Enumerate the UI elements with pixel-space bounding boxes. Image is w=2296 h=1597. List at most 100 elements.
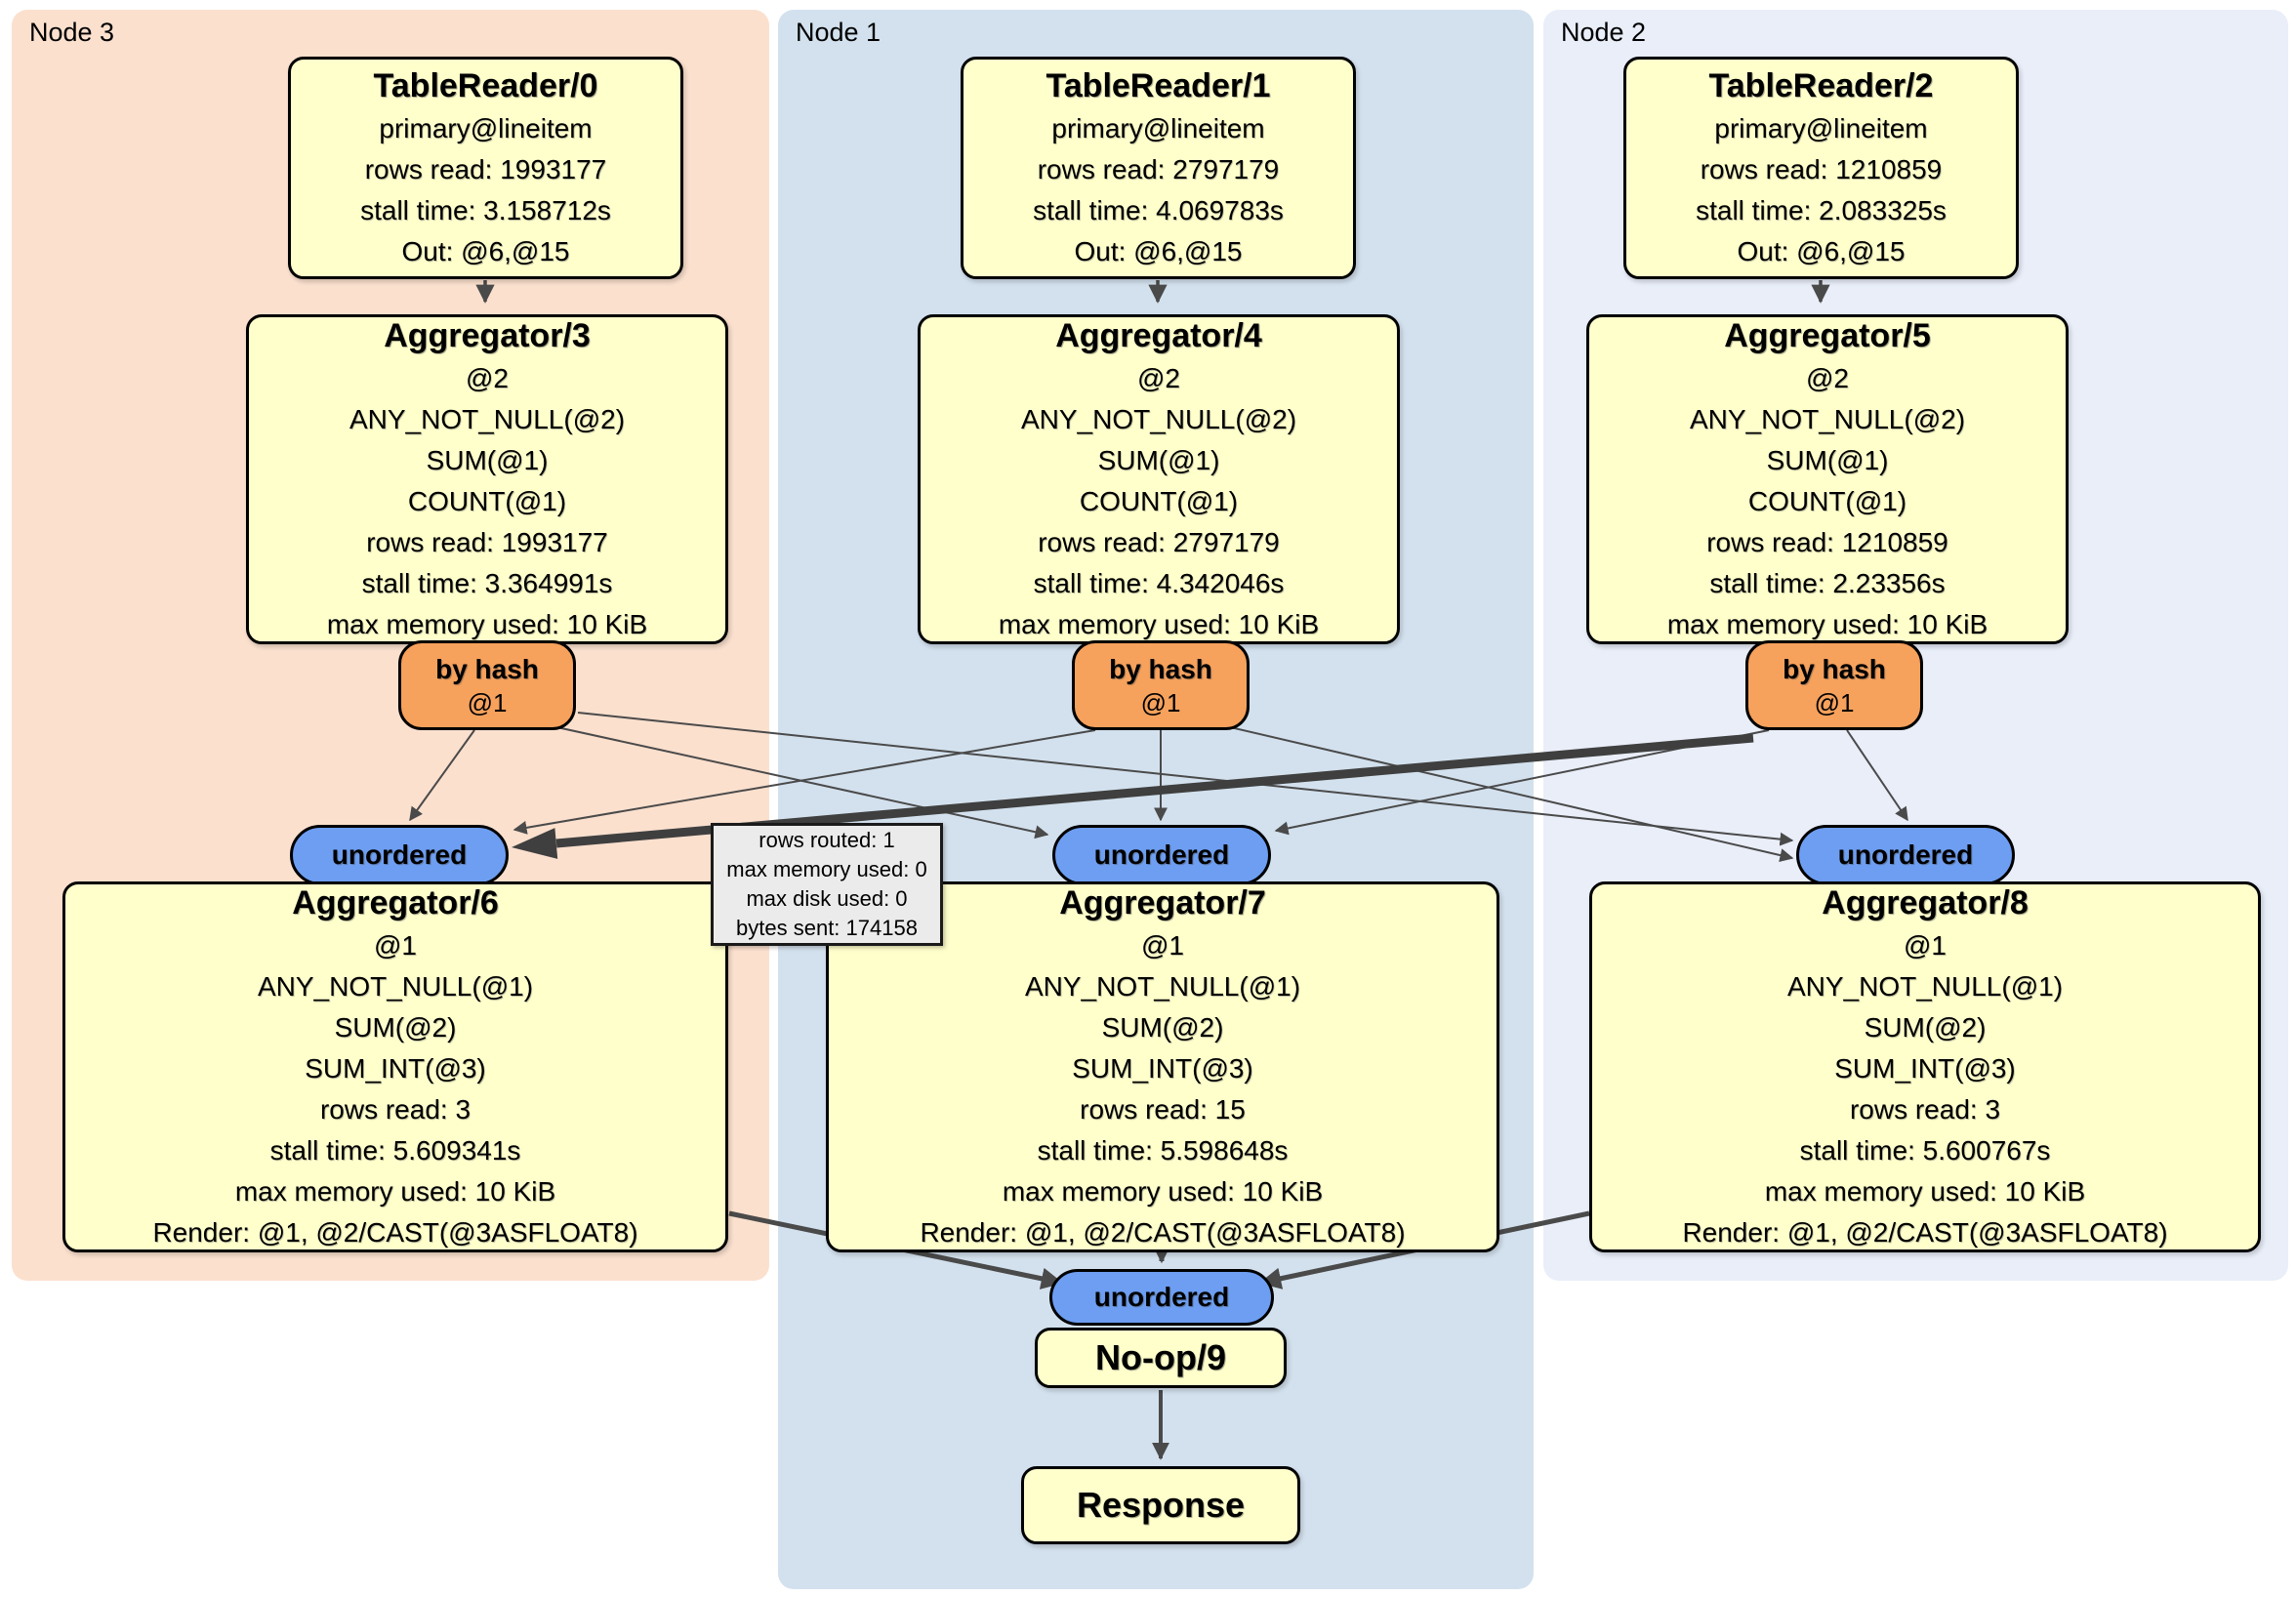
processor-detail: Out: @6,@15 — [1074, 236, 1243, 266]
tooltip-line: bytes sent: 174158 — [736, 916, 918, 940]
processor-title: No-op/9 — [1095, 1337, 1226, 1377]
processor-detail: SUM(@1) — [1766, 445, 1889, 475]
processor-detail: Render: @1, @2/CAST(@3ASFLOAT8) — [920, 1217, 1406, 1248]
panel-node-1-label: Node 1 — [796, 18, 882, 47]
processor-title: Aggregator/3 — [384, 317, 591, 354]
processor-detail: rows read: 15 — [1080, 1094, 1246, 1125]
processor-detail: stall time: 3.364991s — [361, 568, 613, 598]
processor-title: TableReader/0 — [373, 67, 598, 104]
processor-detail: COUNT(@1) — [1747, 486, 1907, 516]
panel-node-2-label: Node 2 — [1561, 18, 1647, 47]
stream-unordered-node3: unordered — [290, 825, 509, 885]
edge-byhash3-unordered5[interactable] — [577, 712, 1794, 846]
router-hash-column: @1 — [467, 688, 508, 717]
processor-detail: rows read: 2797179 — [1037, 154, 1280, 184]
processor-tablereader-2: TableReader/2 primary@lineitem rows read… — [1623, 57, 2019, 279]
processor-detail: ANY_NOT_NULL(@2) — [1020, 404, 1297, 434]
tooltip-line: rows routed: 1 — [758, 828, 895, 852]
router-by-hash-node2: by hash @1 — [1745, 640, 1923, 730]
processor-detail: COUNT(@1) — [407, 486, 567, 516]
edge-byhash3-unordered3[interactable] — [409, 729, 475, 822]
processor-detail: Render: @1, @2/CAST(@3ASFLOAT8) — [152, 1217, 638, 1248]
processor-detail: SUM_INT(@3) — [1072, 1053, 1253, 1084]
processor-detail: stall time: 4.342046s — [1033, 568, 1285, 598]
edge-byhash4-unordered3[interactable] — [512, 729, 1096, 835]
stream-unordered-node2: unordered — [1796, 825, 2015, 885]
processor-detail: @2 — [1137, 363, 1180, 393]
processor-detail: ANY_NOT_NULL(@2) — [1689, 404, 1966, 434]
processor-title: Aggregator/6 — [292, 884, 499, 921]
processor-title: Aggregator/8 — [1822, 884, 2029, 921]
processor-detail: rows read: 3 — [319, 1094, 472, 1125]
processor-detail: rows read: 1993177 — [366, 527, 608, 557]
processor-detail: ANY_NOT_NULL(@2) — [348, 404, 626, 434]
processor-detail: @1 — [1141, 930, 1184, 961]
panel-node-3-label: Node 3 — [29, 18, 115, 47]
processor-detail: SUM_INT(@3) — [1834, 1053, 2016, 1084]
processor-aggregator-3: Aggregator/3 @2 ANY_NOT_NULL(@2) SUM(@1)… — [246, 314, 728, 644]
processor-detail: stall time: 5.609341s — [269, 1135, 521, 1166]
router-hash-column: @1 — [1140, 688, 1181, 717]
processor-detail: SUM_INT(@3) — [305, 1053, 486, 1084]
processor-detail: stall time: 4.069783s — [1033, 195, 1284, 225]
processor-detail: SUM(@2) — [1101, 1012, 1224, 1043]
processor-title: Aggregator/4 — [1055, 317, 1262, 354]
processor-detail: rows read: 2797179 — [1038, 527, 1280, 557]
processor-detail: stall time: 2.23356s — [1709, 568, 1946, 598]
processor-detail: Out: @6,@15 — [401, 236, 570, 266]
processor-title: TableReader/1 — [1046, 67, 1271, 104]
processor-detail: SUM(@1) — [1097, 445, 1220, 475]
tooltip-line: max disk used: 0 — [746, 886, 908, 911]
stream-unordered-node1: unordered — [1052, 825, 1271, 885]
processor-detail: stall time: 2.083325s — [1696, 195, 1947, 225]
processor-detail: Render: @1, @2/CAST(@3ASFLOAT8) — [1682, 1217, 2168, 1248]
router-by-hash-node3: by hash @1 — [398, 640, 576, 730]
processor-detail: max memory used: 10 KiB — [234, 1176, 556, 1207]
processor-detail: rows read: 1993177 — [364, 154, 607, 184]
processor-detail: rows read: 1210859 — [1706, 527, 1948, 557]
processor-detail: @1 — [1904, 930, 1947, 961]
processor-detail: max memory used: 10 KiB — [998, 609, 1320, 639]
processor-aggregator-6: Aggregator/6 @1 ANY_NOT_NULL(@1) SUM(@2)… — [62, 881, 728, 1252]
processor-detail: stall time: 3.158712s — [360, 195, 611, 225]
processor-detail: SUM(@1) — [426, 445, 549, 475]
processor-detail: @2 — [466, 363, 509, 393]
processor-detail: rows read: 1210859 — [1700, 154, 1943, 184]
processor-detail: SUM(@2) — [334, 1012, 457, 1043]
processor-noop-9: No-op/9 — [1035, 1328, 1287, 1388]
processor-detail: rows read: 3 — [1849, 1094, 2001, 1125]
processor-detail: primary@lineitem — [1051, 113, 1265, 143]
processor-response: Response — [1021, 1466, 1300, 1544]
router-label: by hash — [435, 654, 539, 684]
stream-unordered-final: unordered — [1049, 1269, 1274, 1326]
processor-detail: primary@lineitem — [1714, 113, 1928, 143]
router-label: by hash — [1109, 654, 1212, 684]
edge-byhash4-unordered5[interactable] — [1225, 725, 1794, 862]
processor-detail: @1 — [374, 930, 417, 961]
processor-detail: stall time: 5.600767s — [1799, 1135, 2051, 1166]
edge-byhash5-unordered5[interactable] — [1846, 729, 1908, 822]
processor-aggregator-4: Aggregator/4 @2 ANY_NOT_NULL(@2) SUM(@1)… — [918, 314, 1400, 644]
tooltip-line: max memory used: 0 — [726, 857, 927, 881]
processor-detail: ANY_NOT_NULL(@1) — [257, 971, 534, 1002]
processor-title: Aggregator/5 — [1724, 317, 1931, 354]
processor-detail: COUNT(@1) — [1079, 486, 1239, 516]
processor-detail: max memory used: 10 KiB — [1002, 1176, 1324, 1207]
processor-aggregator-8: Aggregator/8 @1 ANY_NOT_NULL(@1) SUM(@2)… — [1589, 881, 2261, 1252]
router-hash-column: @1 — [1814, 688, 1855, 717]
processor-detail: @2 — [1806, 363, 1849, 393]
processor-aggregator-5: Aggregator/5 @2 ANY_NOT_NULL(@2) SUM(@1)… — [1586, 314, 2069, 644]
processor-title: TableReader/2 — [1708, 67, 1934, 104]
processor-detail: stall time: 5.598648s — [1037, 1135, 1289, 1166]
router-label: by hash — [1783, 654, 1886, 684]
processor-detail: SUM(@2) — [1864, 1012, 1987, 1043]
processor-detail: ANY_NOT_NULL(@1) — [1024, 971, 1301, 1002]
processor-detail: ANY_NOT_NULL(@1) — [1786, 971, 2064, 1002]
processor-tablereader-0: TableReader/0 primary@lineitem rows read… — [288, 57, 683, 279]
processor-title: Response — [1076, 1485, 1246, 1525]
router-by-hash-node1: by hash @1 — [1072, 640, 1250, 730]
processor-detail: max memory used: 10 KiB — [1666, 609, 1988, 639]
processor-detail: max memory used: 10 KiB — [326, 609, 648, 639]
stream-stats-tooltip: rows routed: 1 max memory used: 0 max di… — [711, 823, 943, 946]
